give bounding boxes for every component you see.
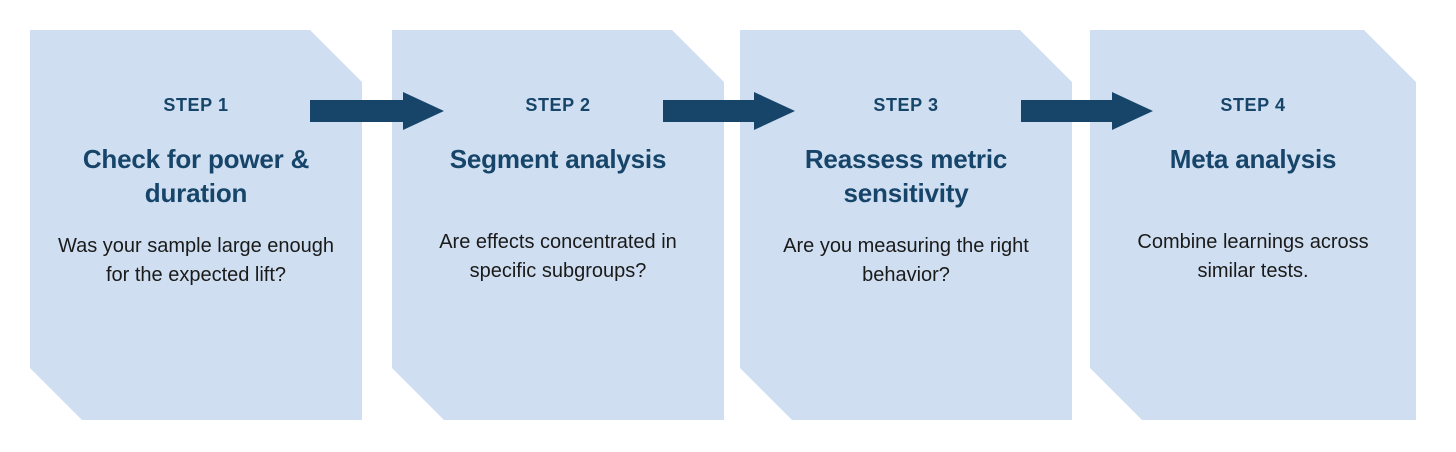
step-card-4: STEP 4 Meta analysis Combine learnings a… bbox=[1090, 30, 1416, 420]
step-card-2-body: Are effects concentrated in specific sub… bbox=[439, 231, 677, 282]
step-card-3-body: Are you measuring the right behavior? bbox=[783, 235, 1029, 286]
step-card-3: STEP 3 Reassess metric sensitivity Are y… bbox=[740, 30, 1072, 420]
step-card-4-content: STEP 4 Meta analysis Combine learnings a… bbox=[1090, 30, 1416, 420]
step-card-3-title: Reassess metric sensitivity bbox=[804, 143, 1008, 209]
step-card-2: STEP 2 Segment analysis Are effects conc… bbox=[392, 30, 724, 420]
step-card-4-step-label: STEP 4 bbox=[1220, 95, 1286, 115]
step-card-3-step-label: STEP 3 bbox=[873, 95, 939, 115]
step-card-4-title: Meta analysis bbox=[1169, 143, 1337, 174]
step-card-1-step-label: STEP 1 bbox=[163, 95, 229, 115]
step-card-1-content: STEP 1 Check for power & duration Was yo… bbox=[30, 30, 362, 420]
arrow-right-icon-3 bbox=[1021, 92, 1153, 130]
arrow-right-icon-2 bbox=[663, 92, 795, 130]
step-card-1-title: Check for power & duration bbox=[82, 143, 310, 209]
step-card-3-content: STEP 3 Reassess metric sensitivity Are y… bbox=[740, 30, 1072, 420]
step-card-1: STEP 1 Check for power & duration Was yo… bbox=[30, 30, 362, 420]
step-card-1-body: Was your sample large enough for the exp… bbox=[57, 235, 335, 286]
step-card-2-step-label: STEP 2 bbox=[525, 95, 591, 115]
step-card-2-content: STEP 2 Segment analysis Are effects conc… bbox=[392, 30, 724, 420]
step-card-4-body: Combine learnings across similar tests. bbox=[1137, 231, 1369, 282]
arrow-right-icon-1 bbox=[310, 92, 444, 130]
step-card-2-title: Segment analysis bbox=[449, 143, 667, 174]
